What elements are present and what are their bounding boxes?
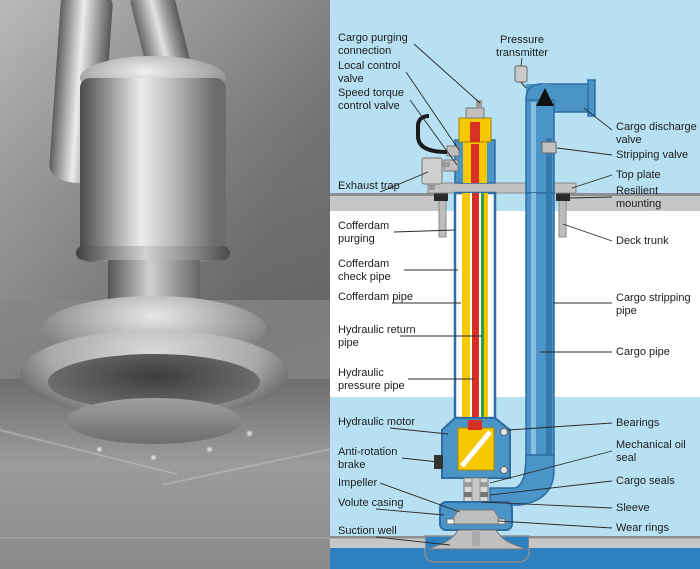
- label-anti-rotation-brake: Anti-rotation brake: [338, 446, 398, 471]
- label-cargo-purging-connection: Cargo purging connection: [338, 32, 408, 57]
- resilient-mount: [556, 193, 570, 201]
- label-cargo-discharge-valve: Cargo discharge valve: [616, 121, 697, 146]
- label-sleeve: Sleeve: [616, 502, 650, 514]
- label-hydraulic-return-pipe: Hydraulic return pipe: [338, 324, 416, 349]
- pipe-stack: [453, 191, 497, 420]
- hydraulic-pressure-pipe: [472, 193, 479, 418]
- hydraulic-return-pipe: [481, 193, 484, 418]
- photo-bolt: [246, 430, 253, 437]
- pump-assembly: [427, 417, 527, 550]
- photo-motor-body: [80, 78, 226, 262]
- motor-shaft: [460, 430, 492, 468]
- top-plate: [427, 182, 577, 201]
- purging-connection: [476, 100, 482, 108]
- photo-base-skirt: [66, 398, 242, 444]
- label-stripping-valve: Stripping valve: [616, 149, 689, 161]
- label-exhaust-trap: Exhaust trap: [338, 180, 400, 192]
- label-wear-rings: Wear rings: [616, 522, 669, 534]
- leader-lines: [375, 43, 613, 546]
- anti-rotation-brake: [434, 455, 443, 469]
- diagram-drawing: [330, 0, 700, 569]
- label-cofferdam-purging: Cofferdam purging: [338, 220, 390, 245]
- label-bearings: Bearings: [616, 417, 660, 429]
- label-cofferdam-check-pipe: Cofferdam check pipe: [338, 258, 391, 283]
- label-cargo-stripping-pipe: Cargo stripping pipe: [616, 292, 691, 317]
- label-volute-casing: Volute casing: [338, 497, 404, 509]
- exhaust-trap: [416, 114, 450, 190]
- discharge-valve: [587, 79, 596, 117]
- tank-bottom: [330, 535, 700, 569]
- label-deck-trunk: Deck trunk: [616, 235, 669, 247]
- label-speed-torque-control-valve: Speed torque control valve: [338, 87, 405, 112]
- label-resilient-mounting: Resilient mounting: [616, 185, 662, 210]
- photo-bolt: [206, 446, 213, 453]
- pump-photo: [0, 0, 330, 569]
- label-cargo-seals: Cargo seals: [616, 475, 675, 487]
- photo-clamp-band: [76, 246, 230, 260]
- label-hydraulic-motor: Hydraulic motor: [338, 416, 416, 428]
- pump-head: [443, 100, 496, 184]
- pressure-transmitter: [514, 65, 528, 89]
- stripping-valve: [541, 141, 557, 154]
- label-top-plate: Top plate: [616, 169, 661, 181]
- label-cofferdam-pipe: Cofferdam pipe: [338, 291, 414, 303]
- label-cargo-pipe: Cargo pipe: [616, 346, 670, 358]
- floor-weld-seam: [0, 537, 330, 539]
- diagram-background: [330, 0, 700, 569]
- pump-diagram: Cargo purging connection Local control v…: [330, 0, 700, 569]
- photo-bolt: [96, 446, 103, 453]
- bearing: [500, 466, 508, 474]
- flow-arrow: [536, 88, 554, 106]
- label-impeller: Impeller: [338, 477, 378, 489]
- bearing: [500, 428, 508, 436]
- cargo-stripping-pipe: [546, 193, 552, 455]
- impeller: [449, 509, 503, 525]
- label-mechanical-oil-seal: Mechanical oil seal: [616, 439, 686, 464]
- label-local-control-valve: Local control valve: [338, 60, 401, 85]
- label-suction-well: Suction well: [338, 525, 397, 537]
- cargo-pipe: [489, 192, 555, 506]
- stripping-pipe: [541, 138, 557, 193]
- resilient-mount: [434, 193, 448, 201]
- wear-ring: [446, 518, 455, 525]
- label-pressure-transmitter: Pressure transmitter: [496, 34, 548, 59]
- label-hydraulic-pressure-pipe: Hydraulic pressure pipe: [338, 367, 405, 392]
- photo-bolt: [150, 454, 157, 461]
